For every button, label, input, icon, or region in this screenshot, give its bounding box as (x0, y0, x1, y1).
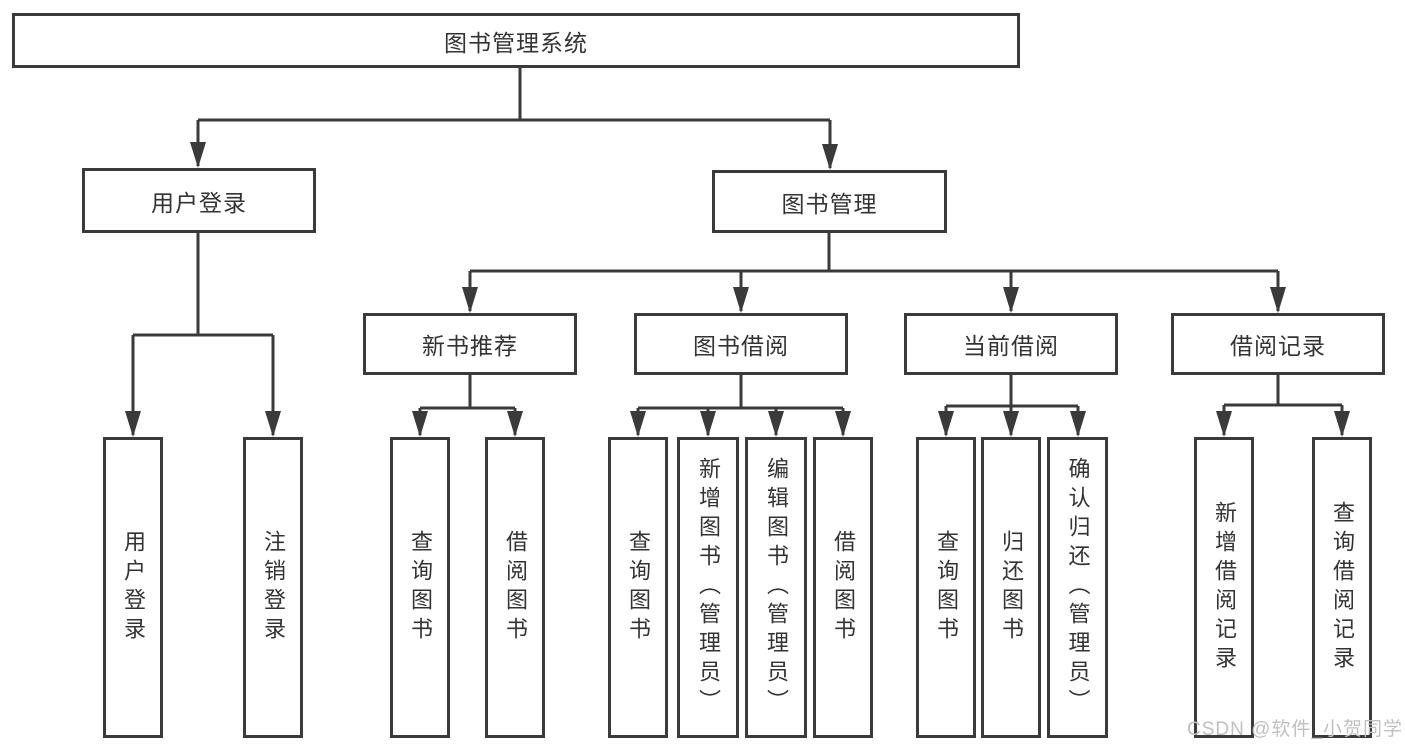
arrowhead-icon (700, 411, 716, 437)
watermark-text: CSDN @软件_小贺同学 (1187, 719, 1403, 740)
node-label: 新增借阅记录 (1212, 500, 1237, 675)
arrowhead-icon (822, 144, 838, 170)
node-book-borrowing: 图书借阅 (634, 313, 848, 375)
connector-borrow-record (1216, 375, 1350, 437)
arrowhead-icon (1003, 411, 1019, 437)
node-current-borrowing: 当前借阅 (904, 313, 1118, 375)
node-label: 图书借阅 (693, 333, 789, 359)
node-user-login: 用户登录 (82, 168, 316, 233)
connector-root (190, 68, 838, 170)
leaf-records-add-record: 新增借阅记录 (1194, 437, 1254, 738)
node-label: 注销登录 (261, 529, 286, 646)
arrowhead-icon (768, 411, 784, 437)
leaf-records-query-record: 查询借阅记录 (1312, 437, 1372, 738)
connector-line (196, 68, 832, 168)
arrowhead-icon (630, 411, 646, 437)
connector-book-borrow (630, 375, 851, 437)
node-label: 借阅图书 (503, 529, 528, 646)
arrowhead-icon (190, 142, 206, 168)
node-book-management: 图书管理 (712, 170, 947, 233)
leaf-current-return-books: 归还图书 (981, 437, 1041, 738)
node-borrowing-records: 借阅记录 (1171, 313, 1385, 375)
connector-current-borrow (938, 375, 1086, 437)
connector-book-mgmt (462, 233, 1286, 313)
leaf-recommend-query-books: 查询图书 (390, 437, 450, 738)
leaf-user-login: 用户登录 (103, 437, 163, 738)
arrowhead-icon (1216, 411, 1232, 437)
arrowhead-icon (1270, 287, 1286, 313)
node-label: 查询图书 (934, 529, 959, 646)
node-label: 新书推荐 (422, 333, 518, 359)
node-library-system: 图书管理系统 (12, 13, 1020, 68)
arrowhead-icon (412, 411, 428, 437)
leaf-current-confirm-return-admin: 确认归还（管理员） (1047, 437, 1108, 738)
arrowhead-icon (1070, 411, 1086, 437)
leaf-logout: 注销登录 (243, 437, 303, 738)
node-label: 新增图书（管理员） (696, 457, 721, 718)
node-label: 借阅记录 (1230, 333, 1326, 359)
leaf-recommend-borrow-books: 借阅图书 (485, 437, 545, 738)
node-label: 查询图书 (408, 529, 433, 646)
node-label: 当前借阅 (963, 333, 1059, 359)
connector-line (468, 233, 1280, 311)
arrowhead-icon (125, 411, 141, 437)
arrowhead-icon (462, 287, 478, 313)
arrowhead-icon (938, 411, 954, 437)
node-label: 图书管理 (781, 190, 878, 217)
node-label: 借阅图书 (831, 529, 856, 646)
arrowhead-icon (507, 411, 523, 437)
leaf-current-query-books: 查询图书 (916, 437, 976, 738)
connector-line (636, 375, 845, 435)
leaf-borrowing-edit-books-admin: 编辑图书（管理员） (745, 437, 807, 738)
arrowhead-icon (265, 411, 281, 437)
arrowhead-icon (1334, 411, 1350, 437)
arrowhead-icon (733, 287, 749, 313)
node-label: 用户登录 (121, 529, 146, 646)
leaf-borrowing-borrow-books: 借阅图书 (813, 437, 873, 738)
connector-line (131, 233, 275, 435)
arrowhead-icon (1003, 287, 1019, 313)
connector-new-book-rec (412, 375, 523, 437)
node-label: 用户登录 (151, 189, 247, 216)
connector-user-login (125, 233, 281, 437)
node-label: 确认归还（管理员） (1065, 457, 1091, 718)
node-new-book-recommend: 新书推荐 (363, 313, 577, 375)
leaf-borrowing-query-books: 查询图书 (608, 437, 668, 738)
node-label: 查询借阅记录 (1330, 500, 1355, 675)
node-label: 归还图书 (999, 529, 1024, 646)
leaf-borrowing-add-books-admin: 新增图书（管理员） (677, 437, 739, 738)
node-label: 查询图书 (626, 529, 651, 646)
connector-line (1222, 375, 1344, 435)
connector-line (418, 375, 517, 435)
node-label: 图书管理系统 (444, 29, 588, 56)
node-label: 编辑图书（管理员） (764, 457, 789, 718)
arrowhead-icon (835, 411, 851, 437)
